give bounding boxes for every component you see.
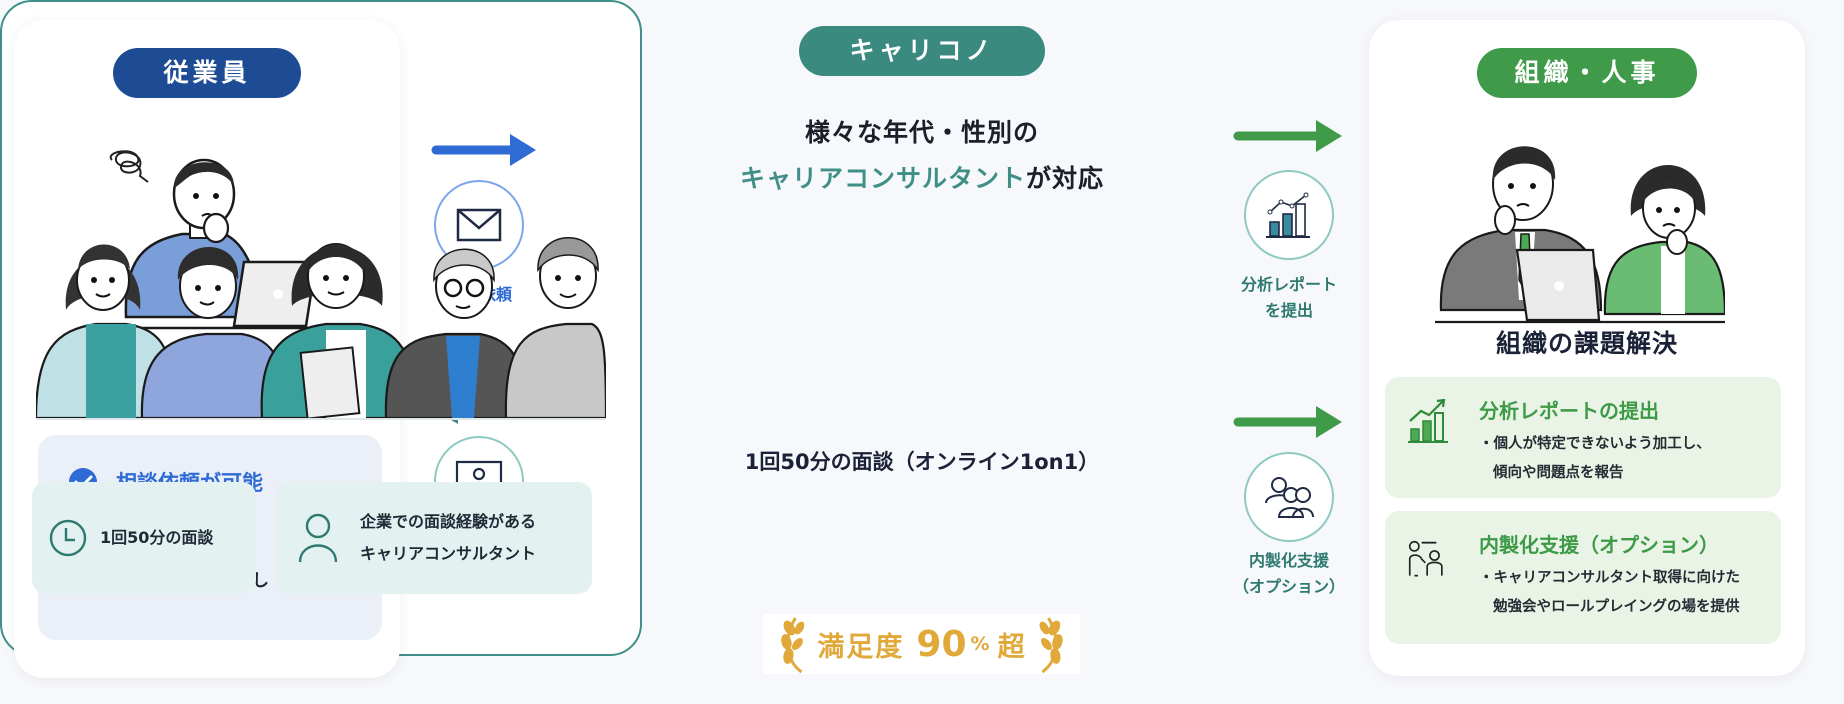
inhouse-support-title: 内製化支援（オプション） [1479, 533, 1719, 557]
clock-icon [49, 519, 87, 557]
inhouse-label: 内製化支援 （オプション） [1224, 548, 1354, 600]
service-headline-suffix: が対応 [1026, 164, 1105, 193]
group-icon [1265, 477, 1314, 518]
person-icon [298, 513, 338, 563]
satisfaction-suffix: 超 [997, 631, 1027, 663]
service-headline: 様々な年代・性別の キャリアコンサルタントが対応 [0, 110, 1844, 202]
organization-badge: 組織・人事 [1477, 48, 1697, 98]
satisfaction-value: 90 [916, 623, 967, 665]
report-icon-circle [1244, 170, 1334, 260]
organization-card: 組織・人事 組織の課題解決 分析レポート [1369, 20, 1805, 676]
report-service-title: 分析レポートの提出 [1479, 399, 1659, 423]
service-headline-highlight: キャリアコンサルタント [739, 164, 1026, 193]
consultant-text: 企業での面談経験がある キャリアコンサルタント [360, 506, 536, 570]
report-service-box: 分析レポートの提出 ・個人が特定できないよう加工し、 傾向や問題点を報告 [1385, 377, 1781, 498]
inhouse-icon-circle [1244, 452, 1334, 542]
inhouse-label-line2: （オプション） [1232, 577, 1345, 596]
consultant-line1: 企業での面談経験がある [360, 512, 537, 531]
report-label-line1: 分析レポート [1240, 275, 1337, 294]
report-service-line2: 傾向や問題点を報告 [1493, 465, 1624, 481]
session-title: 1回50分の面談（オンライン1on1） [744, 450, 1100, 474]
inhouse-support-box: 内製化支援（オプション） ・キャリアコンサルタント取得に向けた 勉強会やロールプ… [1385, 511, 1781, 644]
service-card: キャリコノ 様々な年代・性別の キャリアコンサルタントが対応 [0, 0, 1103, 674]
consultant-info-box: 企業での面談経験がある キャリアコンサルタント [276, 482, 592, 594]
report-label-line2: を提出 [1264, 301, 1313, 320]
laurel-left-icon [781, 617, 805, 674]
service-headline-line2: キャリアコンサルタントが対応 [0, 156, 1844, 202]
consultant-line2: キャリアコンサルタント [360, 544, 537, 563]
bar-chart-icon [1266, 192, 1310, 238]
arrow-right-icon [1233, 406, 1342, 438]
hr-team-illustration [1435, 146, 1725, 324]
inhouse-label-line1: 内製化支援 [1248, 551, 1329, 570]
satisfaction-unit: % [970, 633, 990, 655]
inhouse-support-line1: ・キャリアコンサルタント取得に向けた [1479, 570, 1740, 586]
inhouse-support-line2: 勉強会やロールプレイングの場を提供 [1493, 599, 1740, 615]
report-label: 分析レポート を提出 [1224, 272, 1354, 324]
report-service-line1: ・個人が特定できないよう加工し、 [1479, 436, 1711, 452]
arrow-right-icon [431, 134, 536, 166]
duration-label: 1回50分の面談 [100, 528, 214, 547]
growth-chart-icon [1408, 399, 1448, 443]
envelope-icon [456, 208, 502, 242]
arrow-right-icon [1233, 120, 1342, 152]
duration-info-box: 1回50分の面談 [32, 482, 256, 594]
organization-headline: 組織の課題解決 [1495, 329, 1678, 358]
training-icon [1408, 540, 1443, 577]
consultants-group-illustration [36, 237, 606, 420]
service-headline-line1: 様々な年代・性別の [804, 118, 1039, 147]
employee-badge: 従業員 [113, 48, 301, 98]
laurel-right-icon [1039, 617, 1063, 674]
satisfaction-badge: 満足度 90 % 超 [763, 614, 1081, 674]
service-badge: キャリコノ [799, 26, 1045, 76]
satisfaction-prefix: 満足度 [817, 631, 905, 663]
